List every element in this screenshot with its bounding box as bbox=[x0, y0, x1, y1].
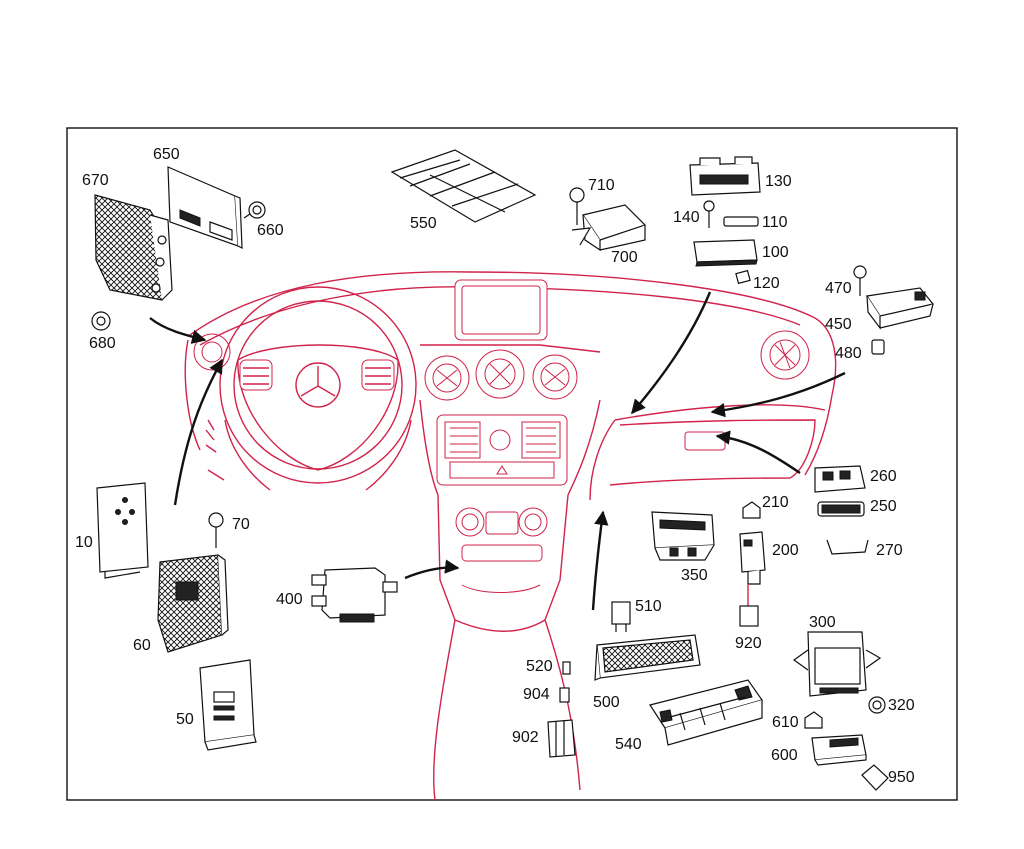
diagram-frame bbox=[66, 127, 958, 801]
part-540-fusebox bbox=[649, 679, 763, 746]
callout-660: 660 bbox=[257, 222, 284, 239]
part-110-strip bbox=[723, 216, 759, 227]
part-10-plate bbox=[96, 482, 149, 579]
part-60-bracket bbox=[157, 554, 229, 653]
callout-600: 600 bbox=[771, 747, 798, 764]
part-600-module bbox=[811, 734, 867, 766]
callout-300: 300 bbox=[809, 614, 836, 631]
callout-120: 120 bbox=[753, 275, 780, 292]
callout-350: 350 bbox=[681, 567, 708, 584]
part-450-module bbox=[865, 287, 935, 330]
callout-950: 950 bbox=[888, 769, 915, 786]
callout-110: 110 bbox=[762, 214, 788, 231]
dashboard-outline bbox=[184, 271, 837, 801]
part-200-relay bbox=[739, 531, 766, 585]
part-920-fuse bbox=[739, 605, 759, 627]
callout-140: 140 bbox=[673, 209, 700, 226]
callout-400: 400 bbox=[276, 591, 303, 608]
callout-200: 200 bbox=[772, 542, 799, 559]
part-500-fusebox bbox=[594, 634, 701, 681]
part-210-nut bbox=[742, 501, 761, 519]
part-550-sheet bbox=[390, 149, 537, 223]
part-520-fuse bbox=[562, 661, 571, 675]
callout-920: 920 bbox=[735, 635, 762, 652]
callout-550: 550 bbox=[410, 215, 437, 232]
callout-500: 500 bbox=[593, 694, 620, 711]
part-100-panel bbox=[693, 239, 758, 267]
part-70-screw bbox=[208, 512, 224, 548]
part-902-connector bbox=[547, 719, 576, 758]
callout-50: 50 bbox=[176, 711, 194, 728]
callout-904: 904 bbox=[523, 686, 550, 703]
part-120-clip bbox=[735, 269, 751, 285]
callout-902: 902 bbox=[512, 729, 539, 746]
part-650-control-unit bbox=[167, 166, 243, 249]
callout-670: 670 bbox=[82, 172, 109, 189]
part-350-unit bbox=[651, 511, 715, 561]
part-140-screw bbox=[703, 200, 715, 228]
part-710-stud bbox=[569, 187, 585, 225]
pointer-arrows bbox=[149, 291, 846, 611]
callout-10: 10 bbox=[75, 534, 93, 551]
callout-510: 510 bbox=[635, 598, 662, 615]
callout-270: 270 bbox=[876, 542, 903, 559]
part-260-switch bbox=[814, 465, 866, 493]
part-660-screw bbox=[243, 201, 266, 219]
part-680-nut bbox=[91, 311, 111, 331]
callout-700: 700 bbox=[611, 249, 638, 266]
callout-520: 520 bbox=[526, 658, 553, 675]
part-50-module bbox=[199, 659, 257, 751]
callout-260: 260 bbox=[870, 468, 897, 485]
callout-320: 320 bbox=[888, 697, 915, 714]
callout-210: 210 bbox=[762, 494, 789, 511]
callout-70: 70 bbox=[232, 516, 250, 533]
callout-130: 130 bbox=[765, 173, 792, 190]
callout-650: 650 bbox=[153, 146, 180, 163]
part-320-nut bbox=[868, 696, 886, 714]
part-670-bracket bbox=[94, 194, 173, 301]
part-250-strip bbox=[817, 501, 865, 517]
part-400-control bbox=[311, 567, 398, 623]
part-700-module bbox=[571, 204, 647, 252]
callout-540: 540 bbox=[615, 736, 642, 753]
part-470-screw bbox=[853, 265, 867, 296]
part-130-switch bbox=[689, 156, 761, 196]
callout-710: 710 bbox=[588, 177, 615, 194]
part-610-nut bbox=[804, 711, 823, 729]
callout-680: 680 bbox=[89, 335, 116, 352]
callout-470: 470 bbox=[825, 280, 852, 297]
callout-610: 610 bbox=[772, 714, 799, 731]
part-904-clip bbox=[559, 687, 570, 703]
callout-250: 250 bbox=[870, 498, 897, 515]
callout-480: 480 bbox=[835, 345, 862, 362]
part-300-control bbox=[792, 631, 882, 697]
callout-450: 450 bbox=[825, 316, 852, 333]
callout-60: 60 bbox=[133, 637, 151, 654]
callout-labels: 650 670 660 680 550 710 700 130 140 110 … bbox=[75, 146, 915, 786]
part-950-pad bbox=[861, 764, 889, 791]
part-510-relay bbox=[611, 601, 631, 632]
part-270-bracket bbox=[826, 539, 869, 555]
callout-100: 100 bbox=[762, 244, 789, 261]
part-480-clip bbox=[871, 339, 885, 355]
